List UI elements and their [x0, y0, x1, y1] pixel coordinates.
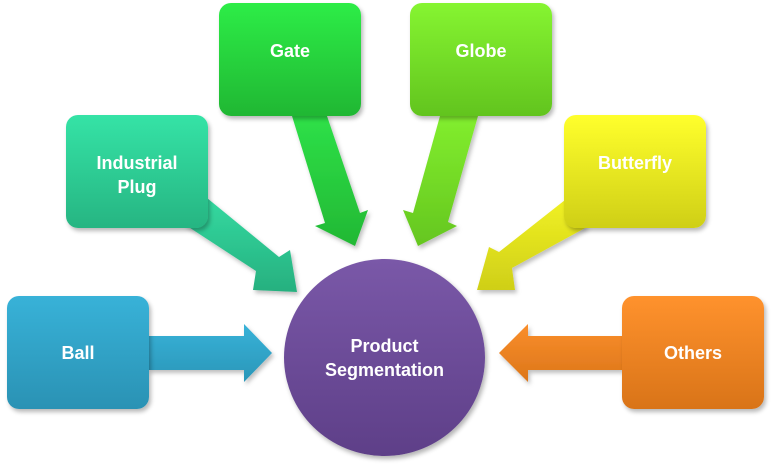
node-globe-label: Globe — [455, 41, 507, 61]
node-globe: Globe — [410, 3, 552, 116]
node-others: Others — [622, 296, 764, 409]
node-industrial-plug: Industrial Plug — [66, 115, 208, 228]
node-industrial-plug-label-line1: Industrial — [96, 153, 178, 173]
node-ball-label: Ball — [61, 342, 95, 363]
center-label-line2: Segmentation — [324, 359, 444, 380]
arrow-ball — [148, 324, 272, 382]
node-gate: Gate — [219, 3, 361, 116]
arrow-industrial-plug — [184, 198, 297, 292]
center-label-line1: Product — [350, 335, 419, 356]
node-industrial-plug-label-line2: Plug — [117, 177, 157, 197]
center-node-product-segmentation: Product Segmentation — [284, 259, 485, 456]
arrow-butterfly — [477, 200, 587, 290]
node-butterfly-label: Butterfly — [597, 153, 672, 173]
node-ball: Ball — [7, 296, 149, 409]
arrow-gate — [292, 116, 368, 246]
node-butterfly: Butterfly — [564, 115, 706, 228]
arrow-globe — [403, 116, 478, 246]
arrow-others — [499, 324, 622, 382]
node-gate-label: Gate — [269, 41, 311, 61]
node-others-label: Others — [663, 342, 723, 363]
